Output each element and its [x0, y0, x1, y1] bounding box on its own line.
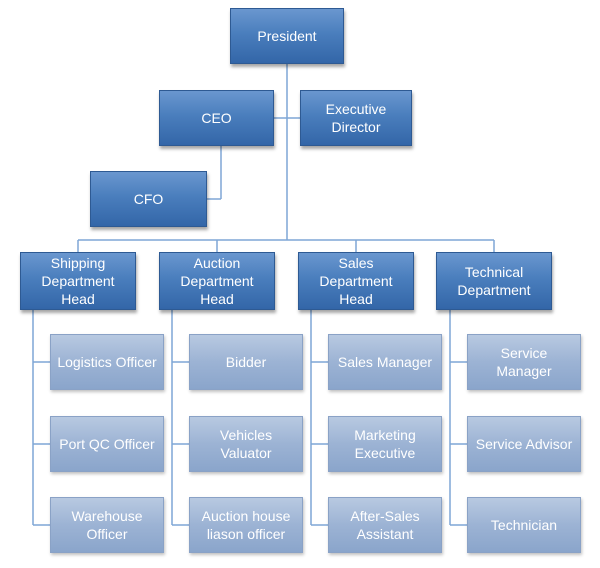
technician-box: Technician — [467, 497, 581, 553]
logistics-officer-box: Logistics Officer — [50, 334, 164, 390]
warehouse-officer-box: Warehouse Officer — [50, 497, 164, 553]
shipping-department-head-box: Shipping Department Head — [20, 252, 136, 310]
president-box: President — [230, 8, 344, 64]
bidder-box: Bidder — [189, 334, 303, 390]
auction-house-liason-officer-box: Auction house liason officer — [189, 497, 303, 553]
port-qc-officer-box: Port QC Officer — [50, 416, 164, 472]
service-advisor-box: Service Advisor — [467, 416, 581, 472]
service-manager-box: Service Manager — [467, 334, 581, 390]
executive-director-box: Executive Director — [300, 90, 412, 146]
after-sales-assistant-box: After-Sales Assistant — [328, 497, 442, 553]
sales-department-head-box: Sales Department Head — [298, 252, 414, 310]
cfo-box: CFO — [90, 171, 207, 227]
marketing-executive-box: Marketing Executive — [328, 416, 442, 472]
sales-manager-box: Sales Manager — [328, 334, 442, 390]
ceo-box: CEO — [159, 90, 274, 146]
vehicles-valuator-box: Vehicles Valuator — [189, 416, 303, 472]
technical-department-box: Technical Department — [436, 252, 552, 310]
auction-department-head-box: Auction Department Head — [159, 252, 275, 310]
